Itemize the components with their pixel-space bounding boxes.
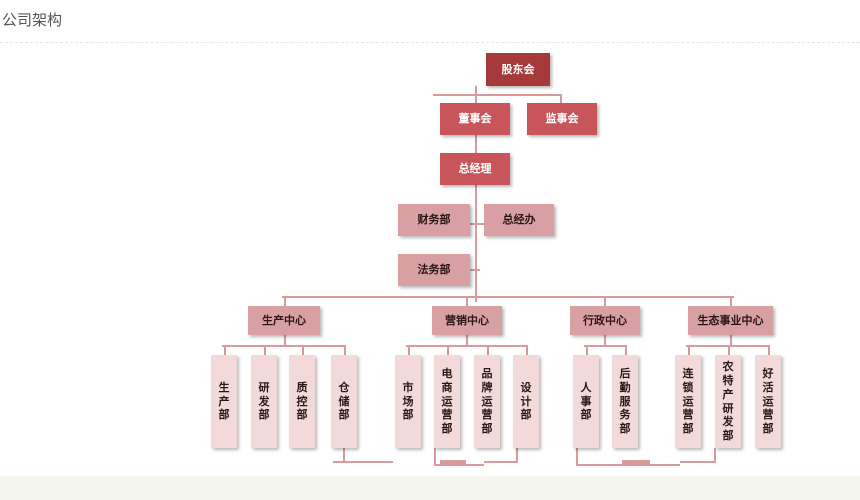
shareholders-box: 股东会: [486, 53, 550, 86]
connector-center-0: [284, 296, 286, 306]
connector-centers-bar: [282, 296, 734, 298]
connector-dept-2-0: [586, 345, 588, 355]
department-box-1-3: 设计部: [513, 355, 539, 448]
connector-artifact: [680, 461, 716, 463]
connector-center-down-2: [604, 335, 606, 347]
department-box-3-1: 农特产研发部: [715, 355, 741, 448]
connector-center-3: [730, 296, 732, 306]
connector-dept-0-1: [264, 345, 266, 355]
connector-dept-3-0: [688, 345, 690, 355]
connector-legal: [470, 269, 480, 271]
center-box-0: 生产中心: [248, 306, 320, 335]
connector-artifact: [440, 460, 466, 465]
department-box-1-1: 电商运营部: [434, 355, 460, 448]
general-manager-box: 总经理: [440, 153, 510, 185]
connector-dept-3-2: [768, 345, 770, 355]
connector-artifact: [576, 464, 680, 466]
connector-center-down-1: [466, 335, 468, 347]
department-box-1-0: 市场部: [395, 355, 421, 448]
department-box-0-0: 生产部: [211, 355, 237, 448]
connector-main-spine: [475, 96, 477, 302]
footer-bar: [0, 476, 860, 500]
connector-artifact: [516, 448, 518, 462]
department-box-0-3: 仓储部: [331, 355, 357, 448]
connector-center-2: [604, 296, 606, 306]
connector-dept-1-1: [447, 345, 449, 355]
legal-box: 法务部: [398, 254, 470, 286]
connector-top-bar: [433, 94, 561, 96]
department-box-3-2: 好活运营部: [755, 355, 781, 448]
center-box-1: 营销中心: [432, 306, 502, 335]
connector-artifact: [714, 448, 716, 462]
connector-artifact: [484, 461, 518, 463]
supervisory-box: 监事会: [527, 103, 597, 135]
finance-box: 财务部: [398, 204, 470, 236]
connector-artifact: [434, 464, 484, 466]
center-box-2: 行政中心: [570, 306, 640, 335]
connector-gm-office: [476, 223, 484, 225]
connector-dept-0-3: [344, 345, 346, 355]
connector-artifact: [434, 448, 436, 465]
center-box-3: 生态事业中心: [688, 306, 773, 335]
connector-dept-1-2: [487, 345, 489, 355]
department-box-0-2: 质控部: [289, 355, 315, 448]
connector-artifact: [343, 448, 345, 462]
connector-to-supervisory: [560, 94, 562, 104]
department-box-0-1: 研发部: [251, 355, 277, 448]
connector-center-down-0: [284, 335, 286, 347]
department-box-3-0: 连锁运营部: [675, 355, 701, 448]
connector-dept-0-0: [224, 345, 226, 355]
connector-artifact: [576, 448, 578, 465]
connector-artifact: [622, 460, 650, 465]
department-box-1-2: 品牌运营部: [474, 355, 500, 448]
connector-center-1: [466, 296, 468, 306]
title-divider: [0, 42, 860, 43]
connector-artifact: [333, 461, 393, 463]
board-box: 董事会: [440, 103, 510, 135]
department-box-2-1: 后勤服务部: [612, 355, 638, 448]
connector-finance: [470, 223, 480, 225]
connector-dept-1-0: [408, 345, 410, 355]
department-box-2-0: 人事部: [573, 355, 599, 448]
connector-dept-0-2: [302, 345, 304, 355]
gm-office-box: 总经办: [484, 204, 554, 236]
connector-dept-1-3: [526, 345, 528, 355]
connector-dept-3-1: [728, 345, 730, 355]
connector-center-down-3: [730, 335, 732, 347]
connector-dept-2-1: [625, 345, 627, 355]
page-title: 公司架构: [2, 11, 63, 29]
